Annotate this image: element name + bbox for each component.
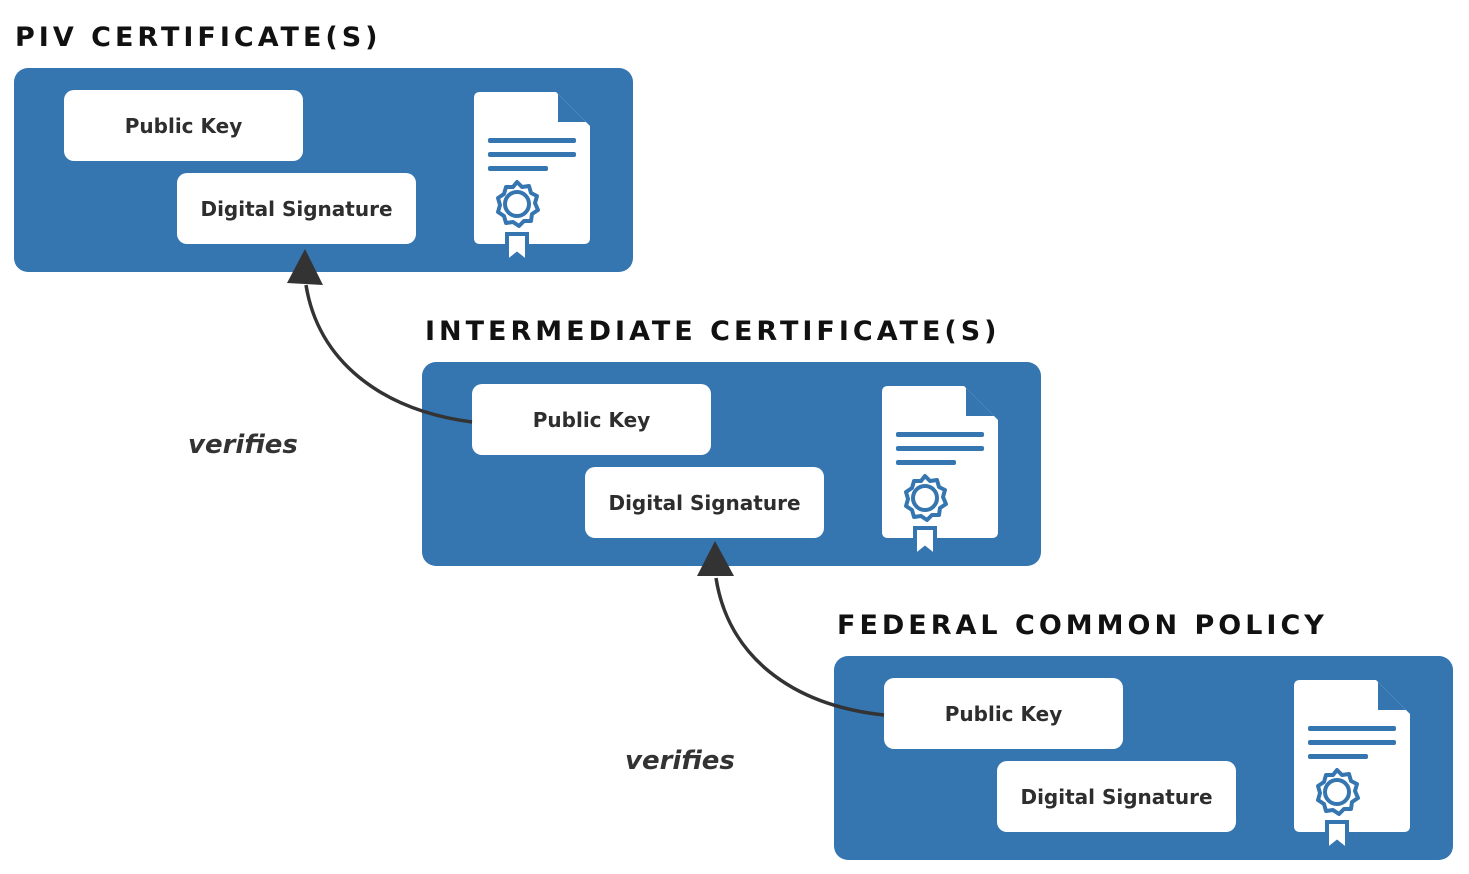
piv-certificate-card: Public Key Digital Signature xyxy=(14,68,633,272)
verifies-label-1: verifies xyxy=(188,430,298,460)
intermediate-certificate-heading: INTERMEDIATE CERTIFICATE(S) xyxy=(425,316,1001,347)
federal-public-key-box: Public Key xyxy=(884,678,1123,749)
federal-common-policy-heading: FEDERAL COMMON POLICY xyxy=(837,610,1328,641)
certificate-document-icon xyxy=(1294,680,1410,854)
intermediate-digital-signature-box: Digital Signature xyxy=(585,467,824,538)
arrowhead-up-icon xyxy=(697,541,734,576)
federal-common-policy-card: Public Key Digital Signature xyxy=(834,656,1453,860)
intermediate-certificate-card: Public Key Digital Signature xyxy=(422,362,1041,566)
verifies-arrow-federal-to-intermediate xyxy=(714,577,885,717)
verifies-label-2: verifies xyxy=(625,746,735,776)
certificate-document-icon xyxy=(882,386,998,560)
verifies-arrow-intermediate-to-piv xyxy=(304,284,473,424)
piv-public-key-box: Public Key xyxy=(64,90,303,161)
arrowhead-up-icon xyxy=(287,249,323,285)
certificate-document-icon xyxy=(474,92,590,266)
piv-digital-signature-box: Digital Signature xyxy=(177,173,416,244)
piv-certificate-heading: PIV CERTIFICATE(S) xyxy=(15,22,382,53)
intermediate-public-key-box: Public Key xyxy=(472,384,711,455)
federal-digital-signature-box: Digital Signature xyxy=(997,761,1236,832)
